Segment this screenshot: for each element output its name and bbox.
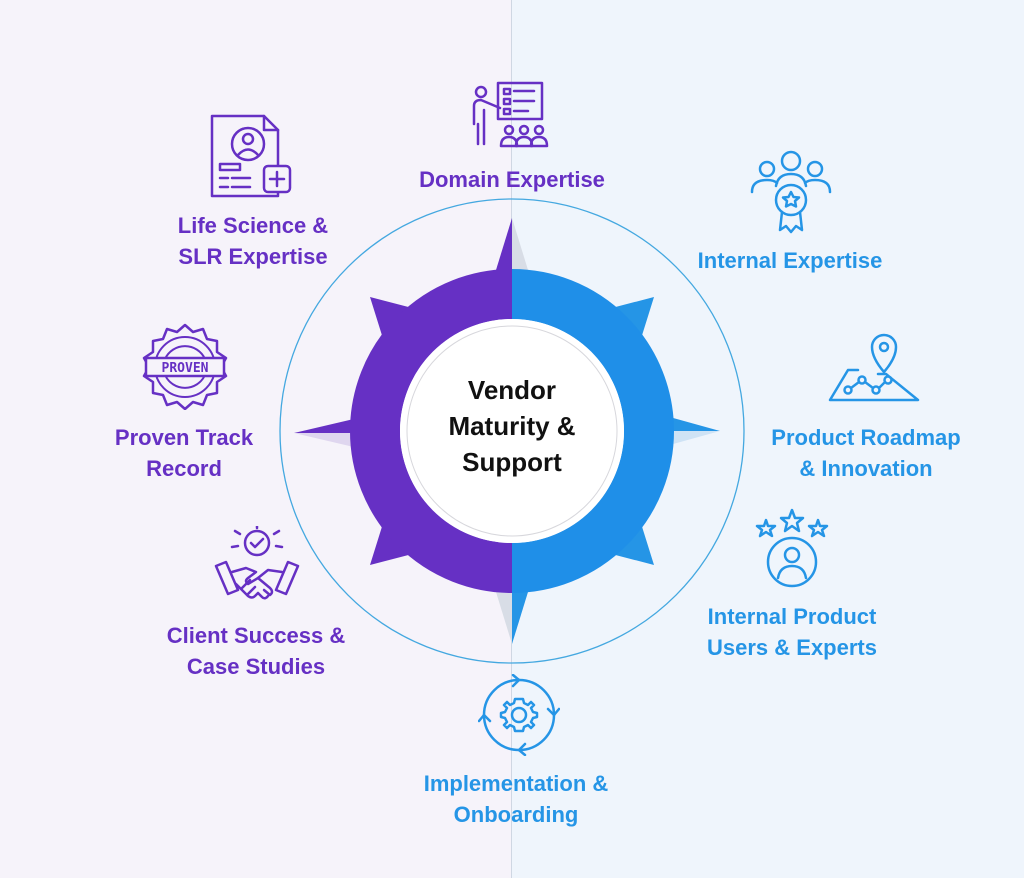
profile-document-icon [210, 114, 292, 198]
label-product-roadmap: Product Roadmap & Innovation [771, 422, 960, 484]
center-title: Vendor Maturity & Support [412, 372, 612, 480]
team-award-icon [750, 150, 832, 234]
label-line: Internal Product [707, 604, 877, 629]
label-line: Proven Track [114, 425, 254, 450]
label-line: Internal Expertise [697, 248, 883, 273]
label-line: Case Studies [186, 654, 326, 679]
label-line: Record [146, 456, 222, 481]
label-proven-track: Proven Track Record [115, 422, 253, 484]
center-disk-outline [406, 325, 618, 537]
label-line: Client Success & [166, 623, 346, 648]
label-implementation: Implementation & Onboarding [424, 768, 609, 830]
label-line: Onboarding [453, 802, 579, 827]
label-line: SLR Expertise [178, 244, 328, 269]
badge-text: PROVEN [162, 361, 209, 376]
major-spikes [294, 218, 720, 644]
label-line: Product Roadmap [771, 425, 961, 450]
presentation-board-icon [472, 81, 549, 148]
center-title-line: Maturity & [448, 411, 576, 441]
center-title-line: Vendor [467, 375, 557, 405]
user-stars-icon [755, 508, 829, 588]
label-line: & Innovation [799, 456, 933, 481]
label-line: Users & Experts [707, 635, 877, 660]
cycle-gear-icon [478, 674, 560, 756]
center-disk [400, 319, 624, 543]
ring-left-half [350, 269, 512, 593]
label-line: Implementation & [423, 771, 609, 796]
center-title-line: Support [462, 447, 562, 477]
handshake-icon [214, 526, 300, 600]
map-pin-icon [828, 333, 920, 402]
label-life-science: Life Science & SLR Expertise [178, 210, 328, 272]
label-internal-users: Internal Product Users & Experts [707, 601, 877, 663]
label-line: Life Science & [177, 213, 329, 238]
proven-badge-icon: PROVEN [142, 323, 228, 410]
outer-ring [279, 198, 745, 664]
ring-right-half [512, 269, 674, 593]
label-internal-expertise: Internal Expertise [698, 245, 883, 276]
label-domain-expertise: Domain Expertise [419, 164, 605, 195]
label-client-success: Client Success & Case Studies [167, 620, 346, 682]
label-line: Domain Expertise [419, 167, 605, 192]
